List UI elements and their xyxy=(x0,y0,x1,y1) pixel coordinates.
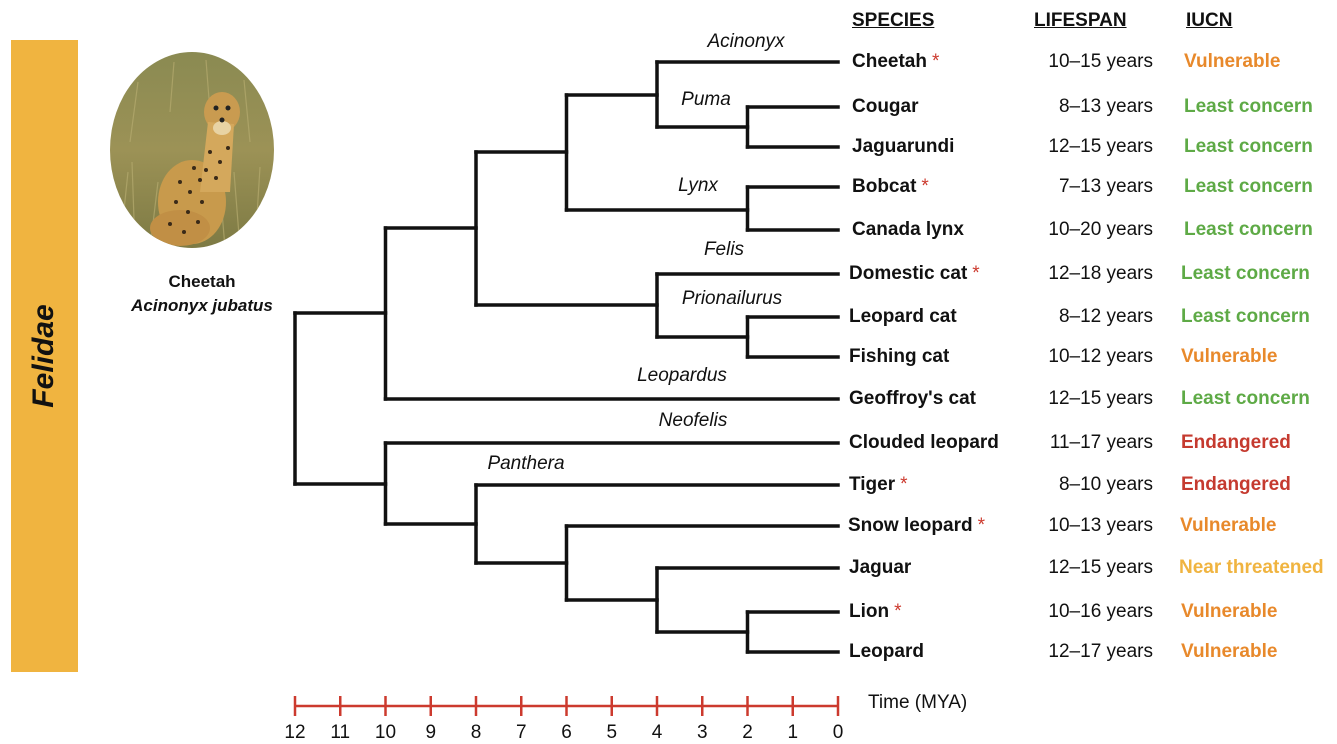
species-label: Clouded leopard xyxy=(849,432,999,453)
iucn-status: Endangered xyxy=(1181,432,1291,454)
axis-tick-label: 8 xyxy=(471,722,482,744)
axis-tick-label: 5 xyxy=(606,722,617,744)
genus-label: Prionailurus xyxy=(682,288,782,310)
species-name: Jaguar xyxy=(849,557,911,579)
iucn-status: Near threatened xyxy=(1179,557,1324,579)
lifespan-value: 11–17 years xyxy=(1050,432,1153,454)
axis-tick-label: 10 xyxy=(375,722,396,744)
lifespan-value: 12–17 years xyxy=(1048,641,1153,663)
species-label: Tiger xyxy=(849,474,895,495)
genus-label: Neofelis xyxy=(659,410,728,432)
iucn-status: Least concern xyxy=(1181,388,1310,410)
species-name: Snow leopard* xyxy=(848,515,985,537)
iucn-status: Least concern xyxy=(1184,176,1313,198)
lifespan-value: 12–15 years xyxy=(1048,557,1153,579)
species-label: Bobcat xyxy=(852,176,916,197)
species-label: Fishing cat xyxy=(849,346,949,367)
species-name: Clouded leopard xyxy=(849,432,999,454)
axis-tick-label: 3 xyxy=(697,722,708,744)
species-label: Cougar xyxy=(852,96,919,117)
species-label: Jaguarundi xyxy=(852,136,954,157)
lifespan-value: 10–15 years xyxy=(1048,51,1153,73)
species-label: Geoffroy's cat xyxy=(849,388,976,409)
lifespan-value: 8–12 years xyxy=(1059,306,1153,328)
asterisk-marker: * xyxy=(978,515,985,536)
species-name: Cougar xyxy=(852,96,919,118)
iucn-status: Least concern xyxy=(1184,136,1313,158)
species-name: Tiger* xyxy=(849,474,908,496)
axis-tick-label: 1 xyxy=(787,722,798,744)
axis-tick-label: 11 xyxy=(330,722,350,744)
species-label: Leopard cat xyxy=(849,306,957,327)
species-label: Canada lynx xyxy=(852,219,964,240)
axis-tick-label: 0 xyxy=(833,722,844,744)
iucn-status: Vulnerable xyxy=(1184,51,1280,73)
species-name: Domestic cat* xyxy=(849,263,980,285)
iucn-status: Least concern xyxy=(1184,96,1313,118)
genus-label: Felis xyxy=(704,239,744,261)
species-label: Jaguar xyxy=(849,557,911,578)
axis-tick-label: 6 xyxy=(561,722,572,744)
asterisk-marker: * xyxy=(932,51,939,72)
genus-label: Leopardus xyxy=(637,365,727,387)
asterisk-marker: * xyxy=(921,176,928,197)
axis-tick-label: 2 xyxy=(742,722,753,744)
iucn-status: Least concern xyxy=(1181,263,1310,285)
genus-label: Acinonyx xyxy=(707,31,784,53)
species-label: Leopard xyxy=(849,641,924,662)
lifespan-value: 10–16 years xyxy=(1048,601,1153,623)
asterisk-marker: * xyxy=(972,263,979,284)
asterisk-marker: * xyxy=(894,601,901,622)
iucn-status: Vulnerable xyxy=(1181,346,1277,368)
axis-title: Time (MYA) xyxy=(868,692,967,714)
lifespan-value: 10–12 years xyxy=(1048,346,1153,368)
species-label: Snow leopard xyxy=(848,515,973,536)
genus-label: Lynx xyxy=(678,175,718,197)
species-name: Leopard cat xyxy=(849,306,957,328)
species-name: Canada lynx xyxy=(852,219,964,241)
header-species: SPECIES xyxy=(852,10,934,32)
species-name: Fishing cat xyxy=(849,346,949,368)
species-name: Lion* xyxy=(849,601,902,623)
lifespan-value: 10–13 years xyxy=(1048,515,1153,537)
species-label: Cheetah xyxy=(852,51,927,72)
species-name: Leopard xyxy=(849,641,924,663)
lifespan-value: 10–20 years xyxy=(1048,219,1153,241)
axis-tick-label: 7 xyxy=(516,722,527,744)
axis-tick-label: 9 xyxy=(425,722,436,744)
species-name: Bobcat* xyxy=(852,176,929,198)
species-name: Jaguarundi xyxy=(852,136,954,158)
genus-label: Panthera xyxy=(487,453,564,475)
lifespan-value: 8–13 years xyxy=(1059,96,1153,118)
iucn-status: Vulnerable xyxy=(1180,515,1276,537)
header-lifespan: LIFESPAN xyxy=(1034,10,1127,32)
species-label: Domestic cat xyxy=(849,263,967,284)
header-iucn: IUCN xyxy=(1186,10,1232,32)
axis-tick-label: 12 xyxy=(284,722,305,744)
lifespan-value: 7–13 years xyxy=(1059,176,1153,198)
lifespan-value: 12–15 years xyxy=(1048,136,1153,158)
species-label: Lion xyxy=(849,601,889,622)
lifespan-value: 12–18 years xyxy=(1048,263,1153,285)
iucn-status: Least concern xyxy=(1184,219,1313,241)
lifespan-value: 8–10 years xyxy=(1059,474,1153,496)
species-name: Cheetah* xyxy=(852,51,939,73)
asterisk-marker: * xyxy=(900,474,907,495)
iucn-status: Endangered xyxy=(1181,474,1291,496)
iucn-status: Least concern xyxy=(1181,306,1310,328)
axis-tick-label: 4 xyxy=(652,722,663,744)
species-name: Geoffroy's cat xyxy=(849,388,976,410)
iucn-status: Vulnerable xyxy=(1181,641,1277,663)
lifespan-value: 12–15 years xyxy=(1048,388,1153,410)
iucn-status: Vulnerable xyxy=(1181,601,1277,623)
genus-label: Puma xyxy=(681,89,731,111)
